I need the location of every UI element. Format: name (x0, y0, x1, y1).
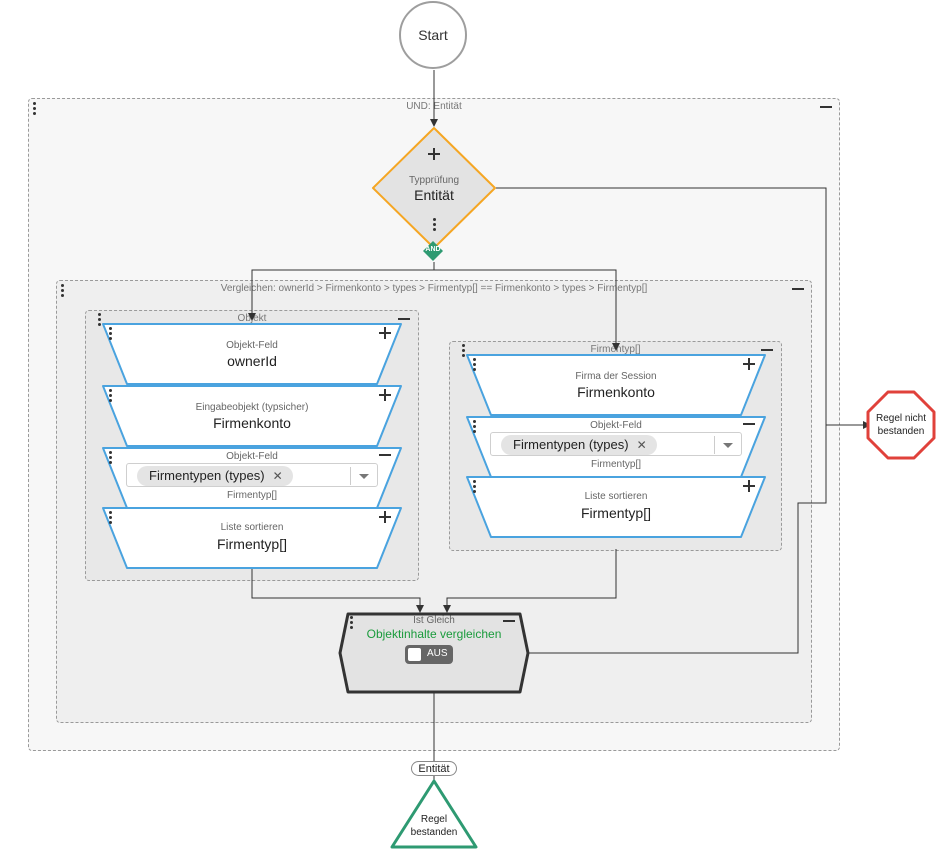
add-icon[interactable] (379, 389, 391, 401)
node-title: Firma der Session (575, 371, 657, 382)
chevron-down-icon[interactable] (723, 443, 733, 448)
drag-handle-icon[interactable] (61, 284, 65, 297)
node-value: Firmenkonto (577, 384, 655, 400)
collapse-icon[interactable] (792, 288, 804, 290)
node-subtext: Firmentyp[] (226, 490, 277, 501)
remove-icon[interactable]: ✕ (272, 469, 283, 483)
node-shape (102, 507, 402, 569)
node-value: ownerId (227, 353, 277, 369)
and-badge-label: AND (425, 246, 441, 253)
node-objekt-feld-types-2[interactable]: Objekt-Feld Firmentypen (types) ✕ Firment… (465, 415, 767, 479)
toggle-label: AUS (427, 648, 448, 659)
node-title: Objekt-Feld (590, 420, 642, 431)
pass-label: Regel bestanden (389, 813, 479, 839)
node-shape (466, 354, 766, 416)
pass-node[interactable]: Regel bestanden (389, 778, 479, 850)
drag-handle-icon[interactable] (109, 327, 113, 340)
start-label: Start (418, 27, 448, 43)
remove-icon[interactable]: ✕ (636, 438, 647, 452)
node-shape (102, 385, 402, 447)
fail-octagon (866, 390, 936, 460)
node-firma-der-session[interactable]: Firma der Session Firmenkonto (465, 353, 767, 417)
node-value: Firmentyp[] (580, 505, 651, 521)
node-title: Liste sortieren (584, 491, 648, 502)
node-shape (102, 323, 402, 385)
node-objekt-feld-types[interactable]: Objekt-Feld Firmentypen (types) ✕ Firment… (101, 446, 403, 510)
node-title: Objekt-Feld (226, 340, 278, 351)
fail-label-line1: Regel nicht (875, 413, 927, 424)
and-badge: AND (423, 241, 443, 261)
drag-handle-icon[interactable] (473, 358, 477, 371)
field-select[interactable]: Firmentypen (types) ✕ (490, 432, 742, 456)
chip-label: Firmentypen (types) (513, 437, 629, 452)
edge-label: Entität (411, 761, 457, 776)
node-title: Liste sortieren (220, 522, 284, 533)
collapse-icon[interactable] (379, 454, 391, 456)
node-subtext: Firmentyp[] (590, 459, 641, 470)
fail-label-line2: bestanden (877, 426, 925, 437)
toggle-knob (408, 648, 421, 661)
group-label: Vergleichen: ownerId > Firmenkonto > typ… (220, 283, 648, 294)
add-icon[interactable] (379, 327, 391, 339)
chevron-down-icon[interactable] (359, 474, 369, 479)
node-value: Firmenkonto (213, 415, 291, 431)
drag-handle-icon[interactable] (109, 451, 113, 464)
add-icon[interactable] (743, 358, 755, 370)
node-eingabeobjekt[interactable]: Eingabeobjekt (typsicher) Firmenkonto (101, 384, 403, 448)
drag-handle-icon[interactable] (350, 616, 354, 629)
drag-handle-icon[interactable] (473, 480, 477, 493)
drag-handle-icon[interactable] (33, 102, 37, 115)
chip-label: Firmentypen (types) (149, 468, 265, 483)
type-check-value: Entität (414, 187, 454, 203)
collapse-icon[interactable] (398, 318, 410, 320)
node-title: Eingabeobjekt (typsicher) (195, 402, 309, 413)
add-icon[interactable] (428, 148, 440, 160)
pass-triangle (390, 779, 478, 849)
node-value: Firmentyp[] (216, 536, 287, 552)
collapse-icon[interactable] (743, 423, 755, 425)
equals-title: Ist Gleich (413, 615, 455, 626)
add-icon[interactable] (379, 511, 391, 523)
drag-handle-icon[interactable] (98, 313, 102, 326)
and-badge-shape (423, 241, 443, 261)
add-icon[interactable] (743, 480, 755, 492)
node-liste-sortieren[interactable]: Liste sortieren Firmentyp[] (101, 506, 403, 570)
compare-toggle[interactable]: AUS (405, 645, 453, 664)
collapse-icon[interactable] (503, 620, 515, 622)
node-title: Objekt-Feld (226, 451, 278, 462)
drag-handle-icon[interactable] (109, 389, 113, 402)
fail-node[interactable]: Regel nicht bestanden (866, 390, 938, 462)
node-objekt-feld-ownerid[interactable]: Objekt-Feld ownerId (101, 322, 403, 386)
collapse-icon[interactable] (761, 349, 773, 351)
field-select[interactable]: Firmentypen (types) ✕ (126, 463, 378, 487)
pass-label-line1: Regel (420, 814, 448, 825)
pass-label-line2: bestanden (410, 827, 458, 838)
equals-subtitle: Objektinhalte vergleichen (366, 627, 502, 641)
type-check-node[interactable]: Typprüfung Entität (371, 126, 497, 252)
type-check-title: Typprüfung (408, 175, 460, 186)
select-divider (350, 467, 351, 485)
selected-chip[interactable]: Firmentypen (types) ✕ (501, 435, 657, 455)
select-divider (714, 436, 715, 454)
start-node[interactable]: Start (399, 1, 467, 69)
drag-handle-icon[interactable] (473, 420, 477, 433)
drag-handle-icon[interactable] (109, 511, 113, 524)
drag-handle-icon[interactable] (433, 218, 437, 231)
node-shape (466, 476, 766, 538)
selected-chip[interactable]: Firmentypen (types) ✕ (137, 466, 293, 486)
node-liste-sortieren-2[interactable]: Liste sortieren Firmentyp[] (465, 475, 767, 539)
group-label: UND: Entität (406, 101, 462, 112)
collapse-icon[interactable] (820, 106, 832, 108)
fail-label: Regel nicht bestanden (866, 412, 936, 438)
